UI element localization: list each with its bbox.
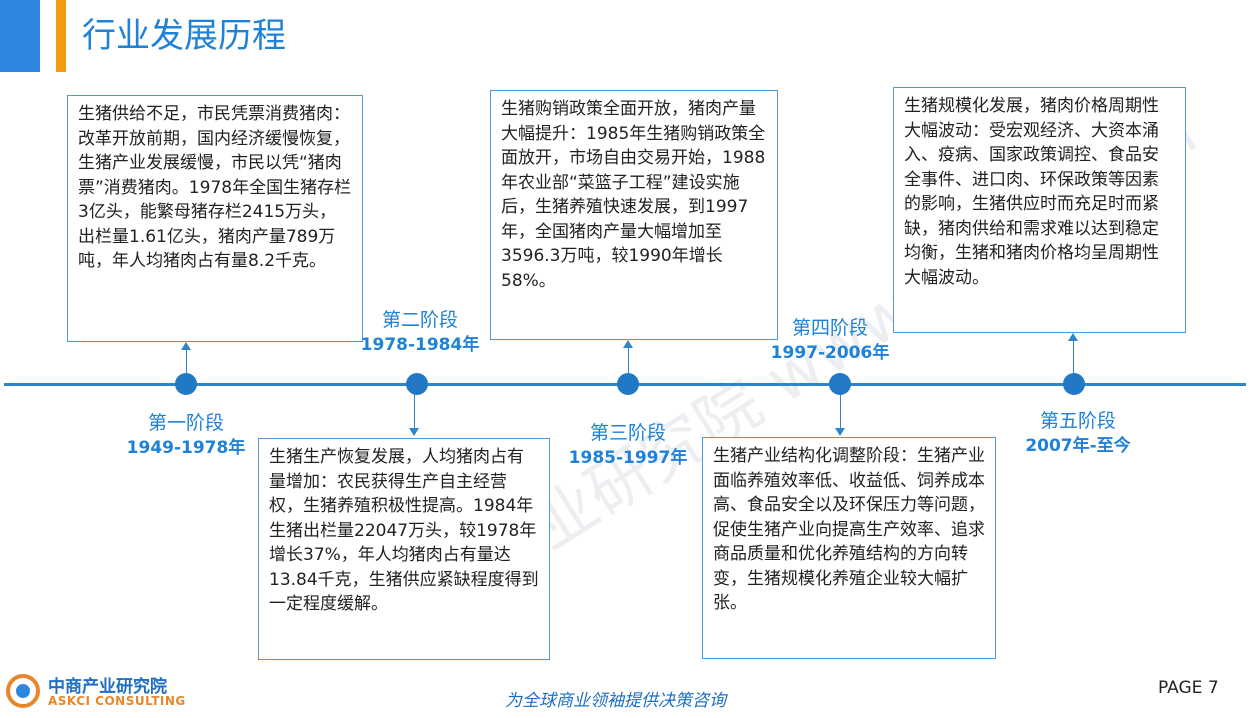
title-accent-blue-bar <box>0 0 40 72</box>
stage-name: 第一阶段 <box>147 412 224 434</box>
stage-2-description: 生猪生产恢复发展，人均猪肉占有量增加：农民获得生产自主经营权，生猪养殖积极性提高… <box>258 438 550 660</box>
timeline-dot-stage-2 <box>406 373 428 395</box>
arrow-up-icon <box>181 342 191 350</box>
stage-years: 2007年-至今 <box>1025 436 1131 456</box>
stage-5-description: 生猪规模化发展，猪肉价格周期性大幅波动：受宏观经济、大资本涌入、疫病、国家政策调… <box>893 87 1186 333</box>
arrow-down-icon <box>835 428 845 436</box>
logo-name-cn: 中商产业研究院 <box>48 677 167 697</box>
timeline-dot-stage-5 <box>1063 373 1085 395</box>
company-logo: 中商产业研究院 ASKCI CONSULTING <box>6 668 216 714</box>
stage-years: 1997-2006年 <box>770 343 890 363</box>
timeline-dot-stage-3 <box>617 373 639 395</box>
stage-4-description: 生猪产业结构化调整阶段：生猪产业面临养殖效率低、收益低、饲养成本高、食品安全以及… <box>702 437 996 659</box>
stage-label-3: 第三阶段 1985-1997年 <box>558 421 698 471</box>
page-title: 行业发展历程 <box>82 16 286 56</box>
stage-name: 第五阶段 <box>1039 410 1116 432</box>
stage-name: 第三阶段 <box>589 422 666 444</box>
stage-3-description: 生猪购销政策全面开放，猪肉产量大幅提升：1985年生猪购销政策全面放开，市场自由… <box>490 90 778 340</box>
timeline-dot-stage-1 <box>175 373 197 395</box>
connector-stage-1 <box>186 348 187 374</box>
connector-stage-2 <box>414 394 415 430</box>
connector-stage-5 <box>1073 340 1074 374</box>
stage-name: 第四阶段 <box>791 317 868 339</box>
stage-label-5: 第五阶段 2007年-至今 <box>1008 409 1148 459</box>
page-number: PAGE 7 <box>1158 678 1219 698</box>
stage-label-1: 第一阶段 1949-1978年 <box>116 411 256 461</box>
connector-stage-3 <box>628 346 629 374</box>
stage-label-2: 第二阶段 1978-1984年 <box>350 308 490 358</box>
arrow-down-icon <box>409 428 419 436</box>
stage-1-description: 生猪供给不足，市民凭票消费猪肉：改革开放前期，国内经济缓慢恢复，生猪产业发展缓慢… <box>67 95 363 342</box>
logo-name-en: ASKCI CONSULTING <box>48 694 186 708</box>
stage-years: 1985-1997年 <box>568 448 688 468</box>
arrow-up-icon <box>623 340 633 348</box>
stage-label-4: 第四阶段 1997-2006年 <box>760 316 900 366</box>
logo-icon <box>6 674 40 708</box>
footer-slogan: 为全球商业领袖提供决策咨询 <box>505 691 726 711</box>
timeline-dot-stage-4 <box>829 373 851 395</box>
stage-years: 1949-1978年 <box>126 438 246 458</box>
arrow-up-icon <box>1068 333 1078 341</box>
stage-years: 1978-1984年 <box>360 335 480 355</box>
stage-name: 第二阶段 <box>381 309 458 331</box>
connector-stage-4 <box>840 394 841 430</box>
title-accent-orange-bar <box>56 0 66 72</box>
